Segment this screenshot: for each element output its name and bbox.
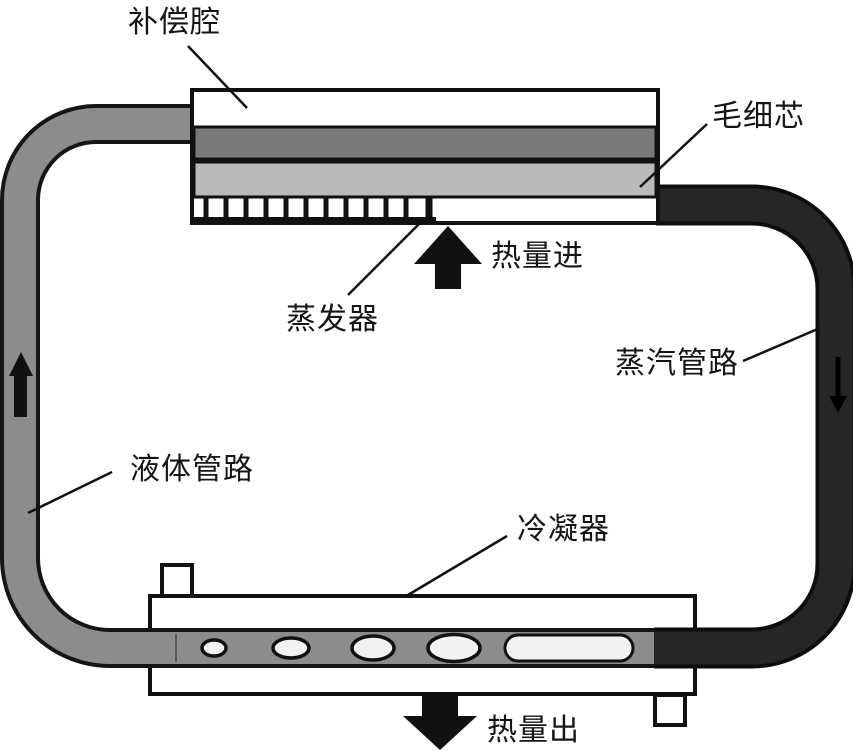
bubble-3 [350,634,396,662]
label-heat-out: 热量出 [487,714,580,747]
label-heat-in: 热量进 [491,240,584,273]
leader-condenser [407,534,508,597]
leader-lines [27,45,821,597]
wick-dark-layer [192,125,658,161]
label-capillary-wick: 毛细芯 [712,100,805,133]
leader-evaporator [347,222,421,296]
vapor-flow-arrow-head [829,396,847,413]
label-compensation-chamber: 补偿腔 [128,6,221,39]
label-vapor-line: 蒸汽管路 [615,347,739,380]
vapor-grooves [192,197,436,223]
condenser-mount-tab-bottom [653,693,687,727]
vapor-line-outline [654,184,853,669]
vapor-line-pipe [654,184,853,669]
label-evaporator: 蒸发器 [286,303,379,336]
bubble-2 [271,636,311,660]
heat-in-arrow-icon [414,226,482,289]
arrows [9,226,847,750]
label-liquid-line: 液体管路 [130,453,254,486]
bubble-1 [200,638,228,658]
liquid-flow-arrow-icon [9,352,33,417]
liquid-line-fill [4,108,662,664]
label-condenser: 冷凝器 [517,513,610,546]
condensate-bubbles [200,632,635,664]
leader-vapor-line [742,326,821,363]
liquid-line-pipe [0,104,662,668]
evaporator-body [190,88,660,225]
leader-capillary-wick [639,123,708,188]
leader-compensation-chamber [187,45,248,109]
leader-liquid-line [27,470,113,515]
vapor-line-fill [654,188,853,665]
liquid-slug [503,633,635,663]
capillary-wick-layer [192,160,658,199]
bubble-4 [426,632,482,664]
heat-out-arrow-icon [403,696,477,750]
condenser-mount-tab-top [160,563,194,599]
